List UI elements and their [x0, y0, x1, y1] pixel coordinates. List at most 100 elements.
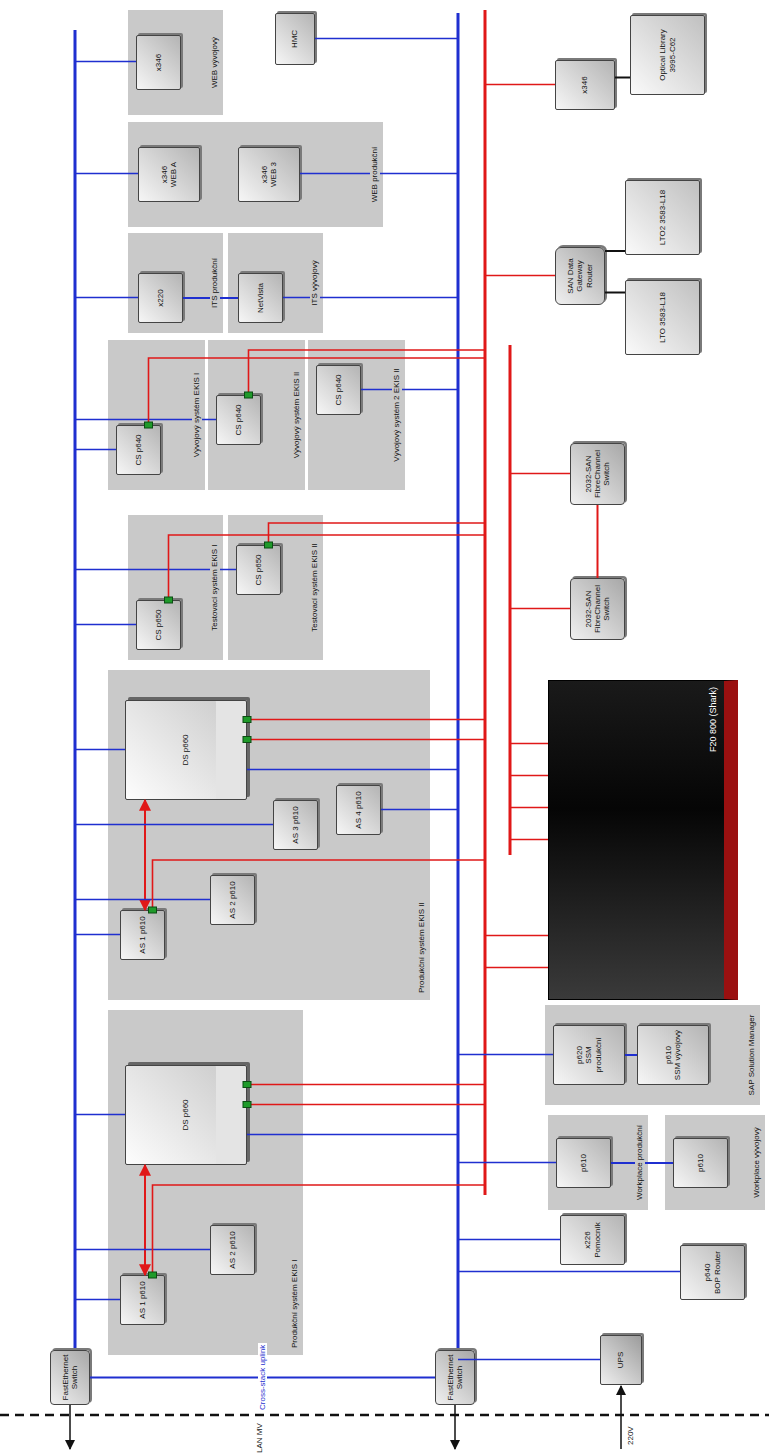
connector: [597, 505, 599, 578]
group-heading: Testovací systém EKIS II: [310, 541, 320, 633]
bus-link: [510, 839, 548, 841]
group-heading: ITS produkční: [210, 256, 220, 310]
system-group: Produkční systém EKIS I AS 1 p610 AS 2 p61…: [108, 1010, 303, 1355]
bus-link: [510, 473, 570, 475]
bus-link: [510, 743, 548, 745]
bus-link: [485, 935, 548, 937]
bus-link: [458, 1239, 560, 1241]
connector: [625, 1054, 637, 1056]
bus-link: [458, 1271, 680, 1273]
bus-link: [75, 1249, 210, 1251]
bus-link: [75, 419, 216, 421]
group-heading: Produkční systém EKIS I: [290, 1258, 300, 1350]
bus-link: [361, 389, 458, 391]
server-icon: CS p650: [136, 600, 181, 650]
ups-unit: UPS: [600, 1335, 642, 1385]
node-label: 2032-SAN FibreChannel Switch: [584, 581, 612, 637]
node-label: x346: [580, 76, 589, 93]
node-label: AS 2 p610: [228, 1231, 237, 1268]
server-icon: p610: [673, 1138, 728, 1188]
node-label: WEB A: [169, 162, 178, 187]
bus-link: [75, 569, 236, 571]
connector: [144, 800, 146, 910]
node-label: LTO2 3583-L18: [658, 190, 667, 245]
fibre-bus: [509, 345, 512, 855]
bus-link: [458, 1162, 556, 1164]
bus-link: [247, 1104, 485, 1106]
tape-library: LTO 3583-L18: [625, 280, 700, 355]
server-icon: CS p640: [316, 365, 361, 415]
free-label: LAN MV: [255, 1423, 264, 1453]
node-label: x220: [156, 289, 165, 306]
bus-link: [485, 967, 548, 969]
node-label: x346: [154, 54, 163, 71]
ethernet-bus: [457, 13, 460, 1350]
fibre-bus: [484, 10, 487, 1195]
bus-link: [458, 1359, 600, 1361]
server-icon: x346: [136, 35, 181, 90]
node-label: x346: [160, 166, 169, 183]
node-label: CS p650: [154, 609, 163, 640]
node-label: CS p640: [234, 404, 243, 435]
server-icon: HMC: [275, 13, 315, 65]
bus-link: [153, 860, 486, 910]
group-heading: Testovací systém EKIS I: [210, 542, 220, 632]
power-feed: [620, 1386, 622, 1449]
node-label: p610: [696, 1154, 705, 1172]
fibre-adapter: [149, 1272, 157, 1278]
node-label: AS 4 p610: [354, 791, 363, 828]
server-icon: CS p640: [116, 425, 161, 475]
bus-link: [247, 719, 485, 721]
group-heading: SAP Solution Manager: [747, 1013, 757, 1098]
server-icon: x346: [555, 60, 615, 110]
group-heading: Workplace vývojový: [752, 1125, 762, 1200]
node-label: AS 1 p610: [138, 1281, 147, 1318]
server-icon: AS 1 p610: [120, 1275, 165, 1325]
bus-link: [510, 608, 570, 610]
node-label: SAN Data Gateway Router: [566, 250, 594, 302]
bus-link: [75, 624, 136, 626]
node-label: 2032-SAN FibreChannel Switch: [584, 446, 612, 502]
server-icon: AS 2 p610: [210, 1225, 255, 1275]
bus-link: [75, 449, 116, 451]
server-icon: AS 3 p610: [273, 800, 318, 850]
server-icon: AS 2 p610: [210, 875, 255, 925]
storage-cabinet: F20 800 (Shark): [548, 680, 738, 1000]
group-heading: Produkční systém EKIS II: [417, 900, 427, 995]
node-label: AS 2 p610: [228, 881, 237, 918]
network-switch: 2032-SAN FibreChannel Switch: [570, 443, 625, 505]
network-switch: FastEthernet Switch: [435, 1350, 475, 1405]
connector: [611, 1162, 673, 1164]
fibre-adapter: [243, 717, 251, 723]
server-tower: DS p660: [125, 1065, 247, 1165]
server-tower: DS p660: [125, 700, 247, 800]
fibre-adapter: [243, 1082, 251, 1088]
bus-link: [75, 824, 273, 826]
group-heading: WEB produkční: [370, 145, 380, 205]
router-box: SAN Data Gateway Router: [555, 247, 605, 305]
node-label: WEB 3: [269, 162, 278, 187]
server-icon: p610SSM vývojový: [637, 1025, 709, 1085]
edge-label: Cross-stack uplink: [258, 1343, 267, 1412]
server-icon: x226Pomocník: [560, 1215, 625, 1265]
bus-link: [75, 297, 138, 299]
bus-link: [381, 809, 458, 811]
system-group: Testovací systém EKIS I CS p650: [128, 515, 223, 660]
bus-link: [249, 350, 486, 395]
network-switch: 2032-SAN FibreChannel Switch: [570, 578, 625, 640]
bus-link: [75, 1299, 120, 1301]
bus-link: [300, 173, 458, 175]
server-icon: NetVista: [238, 273, 283, 323]
lan-uplink: [69, 1405, 71, 1449]
bus-link: [247, 1084, 485, 1086]
connector: [183, 297, 238, 299]
tape-library: Optical Library 3995-C62: [630, 15, 705, 95]
server-icon: p610: [556, 1138, 611, 1188]
node-label: FastEthernet Switch: [446, 1353, 464, 1402]
bus-link: [283, 297, 458, 299]
server-icon: CS p650: [236, 545, 281, 595]
bus-link: [75, 749, 125, 751]
bus-link: [510, 807, 548, 809]
